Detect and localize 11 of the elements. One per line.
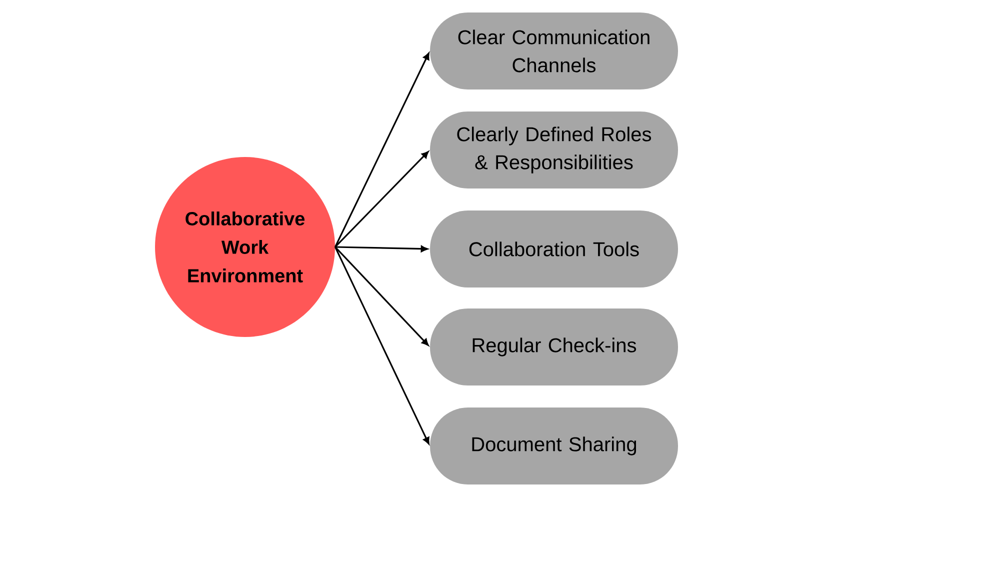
- arrow: [335, 246, 428, 252]
- rounded-box: Collaboration Tools: [430, 210, 678, 288]
- arrow: [334, 246, 430, 444]
- arrow: [334, 151, 429, 248]
- rounded-box: Regular Check-ins: [430, 308, 678, 386]
- arrow: [334, 246, 429, 346]
- rounded-box: Clear Communication Channels: [430, 12, 678, 90]
- arrow: [334, 52, 430, 248]
- rounded-box: Document Sharing: [430, 408, 678, 484]
- rounded-box: Clearly Defined Roles & Responsibilities: [430, 112, 678, 188]
- circle-node: Collaborative Work Environment: [155, 157, 335, 337]
